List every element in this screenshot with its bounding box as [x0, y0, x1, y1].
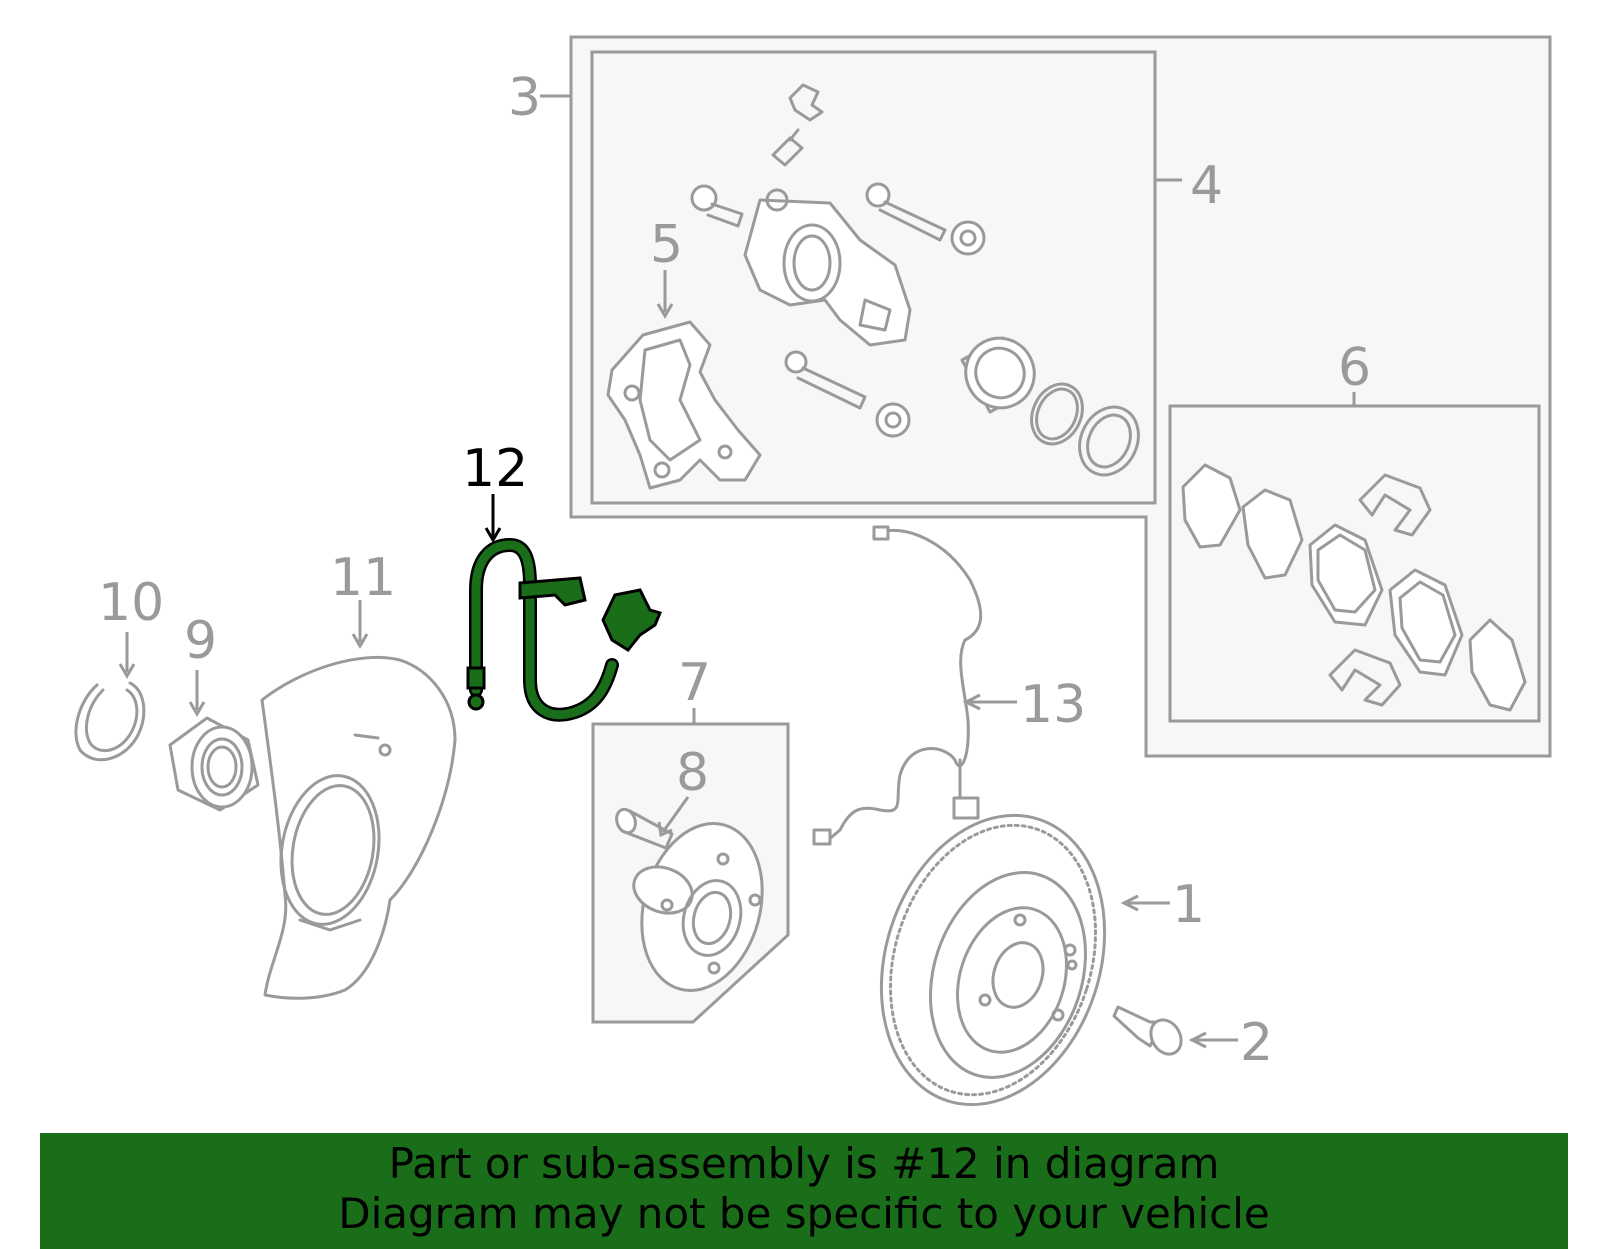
callout-13: 13	[1020, 675, 1086, 735]
dust-boot	[1078, 405, 1140, 477]
callout-12: 12	[462, 439, 528, 499]
banner-line-2: Diagram may not be specific to your vehi…	[338, 1189, 1270, 1238]
caliper-clip	[788, 83, 824, 122]
callout-6: 6	[1338, 338, 1371, 398]
dust-shield	[260, 655, 457, 1000]
snap-ring	[74, 681, 146, 762]
guide-pin-bottom	[784, 350, 911, 438]
brake-pads	[1181, 463, 1527, 712]
wheel-hub	[632, 822, 764, 992]
callout-7: 7	[678, 653, 711, 713]
callout-1: 1	[1172, 875, 1205, 935]
callout-8: 8	[676, 743, 709, 803]
callout-2: 2	[1240, 1013, 1273, 1073]
brake-hose-highlighted	[466, 537, 663, 722]
callout-5: 5	[650, 215, 683, 275]
callout-11: 11	[330, 548, 396, 608]
callout-9: 9	[184, 611, 217, 671]
callout-3: 3	[508, 68, 541, 128]
bleeder-screw	[771, 128, 804, 167]
piston-seal	[1030, 382, 1084, 446]
caliper-body	[743, 188, 912, 347]
info-banner: Part or sub-assembly is #12 in diagram D…	[40, 1133, 1568, 1249]
piston	[960, 336, 1036, 414]
brake-rotor	[879, 813, 1107, 1107]
banner-line-1: Part or sub-assembly is #12 in diagram	[388, 1139, 1220, 1188]
caliper-bracket	[606, 320, 762, 490]
abs-sensor-wire	[812, 525, 983, 846]
wheel-stud	[1112, 1005, 1183, 1056]
guide-pin-top	[865, 182, 986, 256]
hub-bolt	[615, 807, 674, 850]
pad-clips	[1328, 473, 1432, 707]
callout-10: 10	[98, 573, 164, 633]
callout-4: 4	[1190, 156, 1223, 216]
caliper-bolt-top	[690, 184, 744, 228]
wheel-bearing	[168, 716, 260, 812]
